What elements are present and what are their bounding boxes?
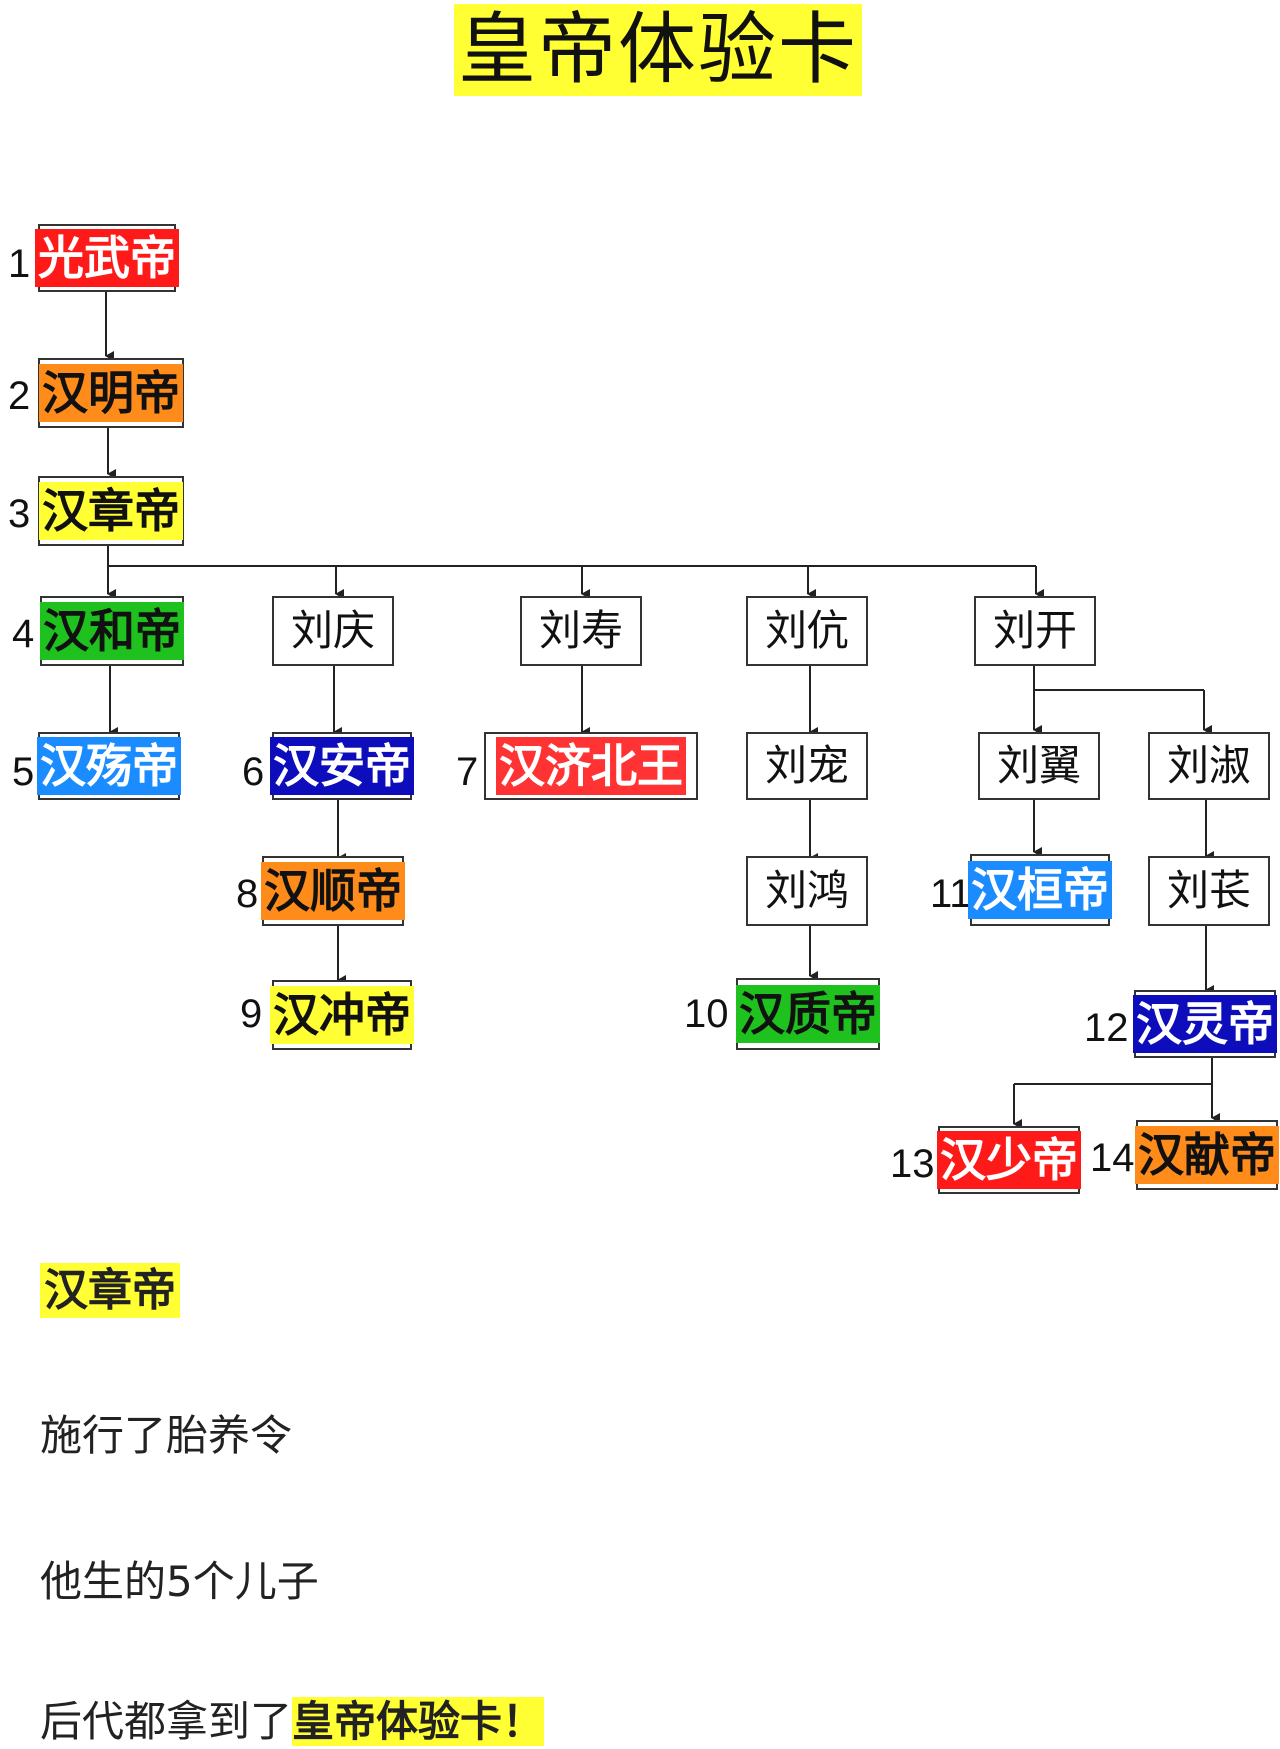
node-label: 汉冲帝 — [270, 986, 414, 1044]
emperor-number: 4 — [12, 612, 35, 656]
emperor-number: 5 — [12, 750, 35, 794]
node-label: 汉少帝 — [937, 1131, 1081, 1189]
node-label: 汉献帝 — [1135, 1126, 1279, 1184]
node-hanshangdi: 汉殇帝 — [37, 732, 181, 800]
node-label: 刘庆 — [290, 606, 375, 655]
node-label: 汉顺帝 — [261, 862, 405, 920]
emperor-number: 12 — [1084, 1006, 1129, 1050]
node-hanshundi: 汉顺帝 — [261, 856, 405, 926]
emperor-number: 11 — [930, 872, 972, 916]
node-hanzhangdi: 汉章帝 — [38, 476, 184, 546]
node-liuhong: 刘鸿 — [746, 856, 868, 926]
emperor-number: 13 — [890, 1142, 935, 1186]
node-liuqing: 刘庆 — [272, 596, 394, 666]
node-liuyi: 刘翼 — [978, 732, 1100, 800]
node-hanxiandi: 汉献帝 — [1135, 1120, 1279, 1190]
node-hanandi: 汉安帝 — [270, 732, 414, 800]
emperor-number: 9 — [240, 992, 263, 1036]
node-hanshaodi: 汉少帝 — [937, 1126, 1081, 1194]
heading-highlight: 汉章帝 — [40, 1263, 180, 1318]
node-liushu: 刘淑 — [1148, 732, 1270, 800]
emperor-number: 1 — [8, 242, 31, 286]
node-liuchang: 刘苌 — [1148, 856, 1270, 926]
paragraph-line-3: 后代都拿到了皇帝体验卡！ — [40, 1688, 545, 1749]
emperor-number: 2 — [8, 374, 31, 418]
paragraph-line-1: 施行了胎养令 — [40, 1411, 293, 1460]
node-hanmingdi: 汉明帝 — [38, 358, 184, 428]
node-label: 汉桓帝 — [968, 861, 1112, 919]
node-liushou: 刘寿 — [520, 596, 642, 666]
node-label: 汉安帝 — [270, 737, 414, 795]
node-hanchongdi: 汉冲帝 — [270, 980, 414, 1050]
node-label: 刘翼 — [996, 741, 1081, 790]
tree-edges — [105, 292, 1220, 1129]
emperor-number: 8 — [236, 872, 259, 916]
emperor-number: 3 — [8, 492, 31, 536]
node-hanhuandi: 汉桓帝 — [968, 854, 1112, 926]
emperor-number: 14 — [1090, 1136, 1135, 1180]
node-label: 刘寿 — [538, 606, 623, 655]
page-title: 皇帝体验卡 — [454, 4, 862, 96]
node-label: 刘苌 — [1166, 866, 1251, 915]
paragraph-line-2: 他生的5个儿子 — [40, 1557, 319, 1606]
line3-highlight: 皇帝体验卡！ — [292, 1697, 545, 1746]
section-heading: 汉章帝 — [40, 1254, 180, 1318]
node-label: 汉质帝 — [736, 985, 880, 1043]
node-label: 刘开 — [992, 606, 1077, 655]
node-liukang: 刘伉 — [746, 596, 868, 666]
node-hanzhidi: 汉质帝 — [736, 978, 880, 1050]
node-hanlingdi: 汉灵帝 — [1133, 990, 1277, 1058]
node-hanhedi: 汉和帝 — [40, 596, 184, 666]
emperor-number: 10 — [684, 992, 729, 1036]
node-label: 刘宠 — [764, 741, 849, 790]
node-label: 光武帝 — [35, 229, 179, 287]
node-label: 汉和帝 — [40, 602, 184, 660]
node-label: 汉济北王 — [496, 737, 686, 795]
node-hanjibeiwang: 汉济北王 — [484, 732, 698, 800]
node-label: 刘鸿 — [764, 866, 849, 915]
node-label: 汉章帝 — [39, 482, 183, 540]
line3-prefix: 后代都拿到了 — [40, 1697, 293, 1746]
node-label: 刘伉 — [764, 606, 849, 655]
node-guangwudi: 光武帝 — [35, 224, 179, 292]
node-label: 刘淑 — [1166, 741, 1251, 790]
node-liukai: 刘开 — [974, 596, 1096, 666]
emperor-number: 6 — [242, 750, 265, 794]
emperor-number: 7 — [456, 750, 479, 794]
node-liuchong: 刘宠 — [746, 732, 868, 800]
node-label: 汉灵帝 — [1133, 995, 1277, 1053]
node-label: 汉殇帝 — [37, 737, 181, 795]
node-label: 汉明帝 — [39, 364, 183, 422]
